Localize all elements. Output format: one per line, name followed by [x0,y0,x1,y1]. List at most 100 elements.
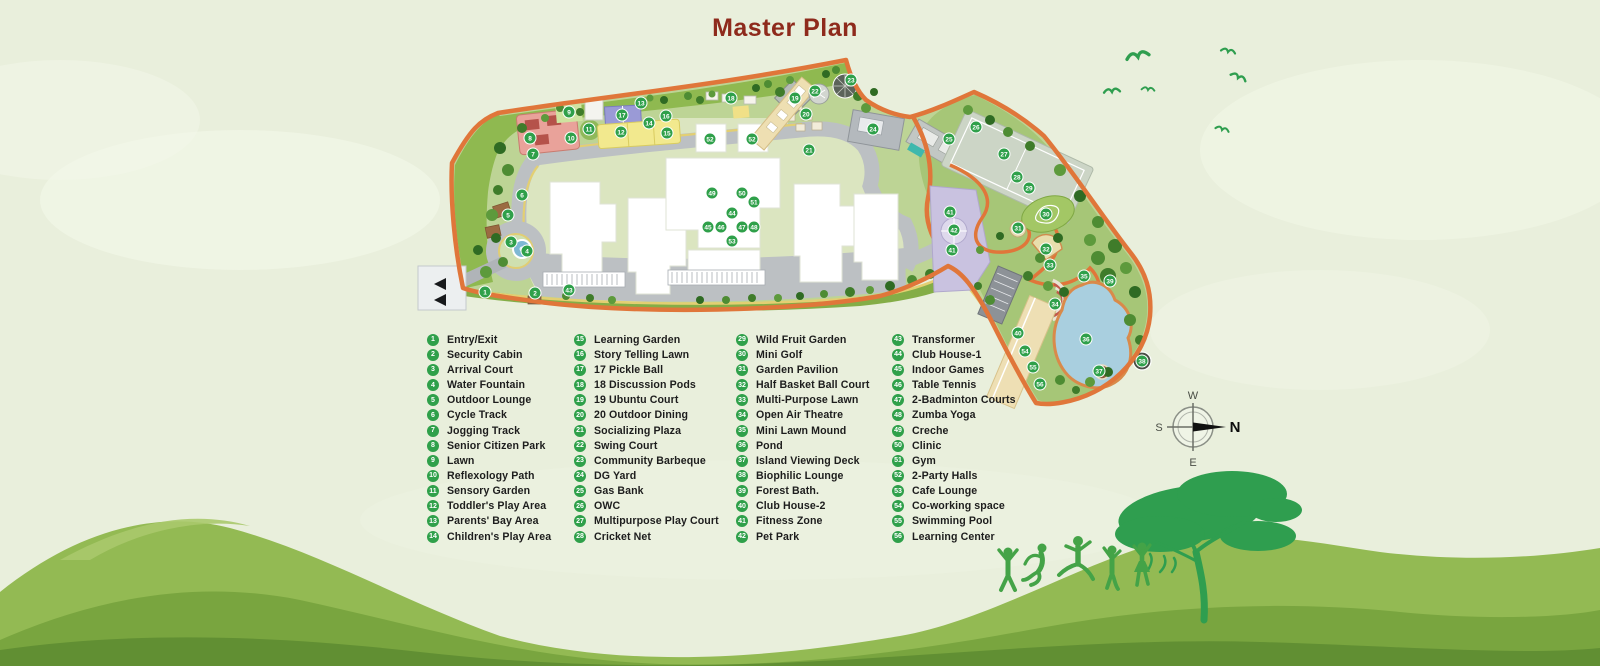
entry-gate [417,256,507,311]
water-feature-small [907,142,925,158]
map-marker-43: 43 [562,283,576,297]
svg-text:37: 37 [1095,368,1103,375]
tree-icon [832,66,840,74]
map-marker-44: 44 [725,206,739,220]
tree-icon [1108,239,1122,253]
map-marker-37: 37 [1092,364,1106,378]
map-marker-2: 2 [528,286,542,300]
svg-text:32: 32 [1042,246,1050,253]
child-silhouette [997,547,1019,592]
svg-text:15: 15 [663,130,671,137]
tree-icon [1053,233,1063,243]
parking-hatches [546,272,758,285]
tree-icon [696,296,704,304]
map-marker-18: 18 [724,91,738,105]
map-marker-29: 29 [1022,181,1036,195]
tree-icon [974,282,982,290]
map-marker-46: 46 [714,220,728,234]
tree-icon [861,103,871,113]
svg-text:10: 10 [567,135,575,142]
map-marker-54: 54 [1018,344,1032,358]
map-marker-30: 30 [1039,207,1053,221]
map-marker-12: 12 [614,125,628,139]
svg-text:41: 41 [946,209,954,216]
tree-icon [764,80,772,88]
svg-text:33: 33 [1046,262,1054,269]
map-marker-1: 1 [478,285,492,299]
tree-icon [820,290,828,298]
svg-text:1: 1 [483,289,487,296]
tree-icon [1092,216,1104,228]
trees [473,66,1145,394]
map-marker-4: 4 [520,244,534,258]
svg-text:34: 34 [1051,301,1059,308]
tree-icon [752,84,760,92]
svg-text:25: 25 [945,136,953,143]
map-marker-45: 45 [701,220,715,234]
map-marker-10: 10 [564,131,578,145]
svg-text:52: 52 [706,136,714,143]
tree-icon [696,96,704,104]
svg-text:55: 55 [1029,364,1037,371]
map-marker-49: 49 [705,186,719,200]
svg-text:18: 18 [727,95,735,102]
tree-icon [576,108,584,116]
svg-text:40: 40 [1014,330,1022,337]
map-marker-55: 55 [1026,360,1040,374]
shade-structure [977,265,1023,325]
bird-icon [1214,125,1230,133]
map-marker-23: 23 [844,73,858,87]
map-marker-15: 15 [660,126,674,140]
map-marker-52: 52 [745,132,759,146]
tree-icon [722,296,730,304]
svg-text:36: 36 [1082,336,1090,343]
tree-icon [1003,127,1013,137]
planting-top-band [500,63,852,144]
map-marker-17: 17 [615,108,629,122]
svg-text:9: 9 [567,109,571,116]
tree-icon [996,232,1004,240]
map-marker-21: 21 [802,143,816,157]
small-lawn [732,105,750,119]
tree-icon [1074,190,1086,202]
svg-text:22: 22 [811,88,819,95]
tree-icon [1091,251,1105,265]
map-marker-32: 32 [1039,242,1053,256]
compass-s: S [1155,422,1162,434]
hill-highlight [60,518,250,560]
tree-silhouette [1115,471,1302,624]
map-marker-47: 47 [735,220,749,234]
tree-icon [870,88,878,96]
map-marker-40: 40 [1011,326,1025,340]
map-marker-39: 39 [1103,274,1117,288]
tree-icon [796,292,804,300]
child-silhouette [1057,536,1095,581]
svg-text:48: 48 [750,224,758,231]
tree-icon [1072,386,1080,394]
tree-icon [608,296,616,304]
svg-text:39: 39 [1106,278,1114,285]
boundary-road [449,57,1153,407]
svg-text:31: 31 [1014,225,1022,232]
map-marker-11: 11 [582,122,596,136]
map-marker-31: 31 [1011,221,1025,235]
map-marker-19: 19 [788,91,802,105]
tree-icon [517,123,527,133]
svg-text:7: 7 [531,151,535,158]
child-silhouette [1102,545,1122,591]
map-marker-14: 14 [642,116,656,130]
tree-icon [541,114,549,122]
tree-icon [786,76,794,84]
birds [1102,47,1247,133]
children-silhouettes [997,536,1152,592]
svg-text:11: 11 [586,126,593,133]
map-marker-3: 3 [504,235,518,249]
tree-icon [985,115,995,125]
child-silhouette [1021,543,1047,587]
svg-text:27: 27 [1000,151,1008,158]
compass-w: W [1188,390,1199,402]
svg-text:19: 19 [791,95,799,102]
map-marker-26: 26 [969,120,983,134]
